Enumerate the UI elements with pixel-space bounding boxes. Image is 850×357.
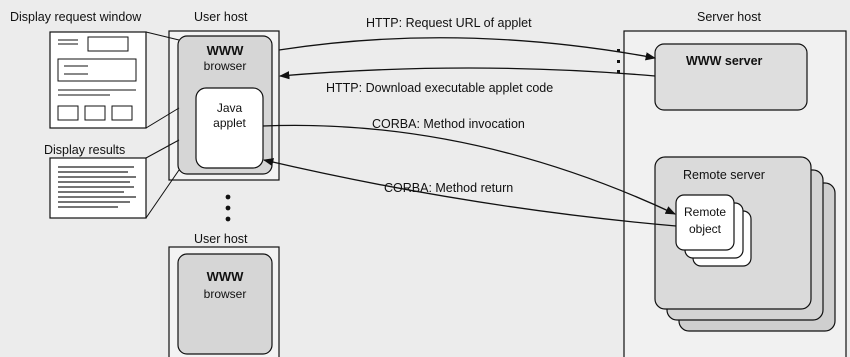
server-host-label: Server host: [697, 10, 761, 24]
java-applet-box: [195, 87, 264, 169]
remote-object-stack: [675, 194, 752, 267]
remote-object-line2: object: [688, 222, 722, 236]
www-browser-top-title: WWW: [206, 43, 244, 58]
arrow-corba-return: [262, 158, 677, 227]
java-applet-line1: Java: [216, 101, 243, 115]
www-browser-bottom-subtitle: browser: [203, 287, 247, 301]
arrow-http-download: [278, 67, 656, 80]
java-applet-line2: applet: [213, 116, 246, 130]
user-host-top-label: User host: [194, 10, 248, 24]
display-request-window-label: Display request window: [10, 10, 142, 24]
http-download-label: HTTP: Download executable applet code: [326, 81, 554, 95]
display-results-label: Display results: [44, 143, 126, 157]
remote-object-line1: Remote: [683, 205, 727, 219]
user-host-bottom-label: User host: [194, 232, 248, 246]
arrow-http-request: [278, 37, 657, 61]
corba-invocation-label: CORBA: Method invocation: [372, 117, 525, 131]
http-request-label: HTTP: Request URL of applet: [366, 16, 532, 30]
ellipsis-dots: [225, 194, 231, 222]
www-browser-bottom-box: [177, 253, 273, 355]
www-browser-top-subtitle: browser: [203, 59, 247, 73]
icon-connectors: [145, 31, 180, 219]
www-server-label: WWW server: [686, 54, 763, 68]
remote-server-label: Remote server: [683, 168, 765, 182]
tick-marks: [617, 49, 620, 73]
www-browser-bottom-title: WWW: [206, 269, 244, 284]
arrow-corba-invocation: [262, 124, 676, 215]
results-window-icon: [49, 157, 147, 219]
www-server-box: [654, 43, 808, 111]
request-window-icon: [49, 31, 147, 129]
corba-return-label: CORBA: Method return: [384, 181, 514, 195]
